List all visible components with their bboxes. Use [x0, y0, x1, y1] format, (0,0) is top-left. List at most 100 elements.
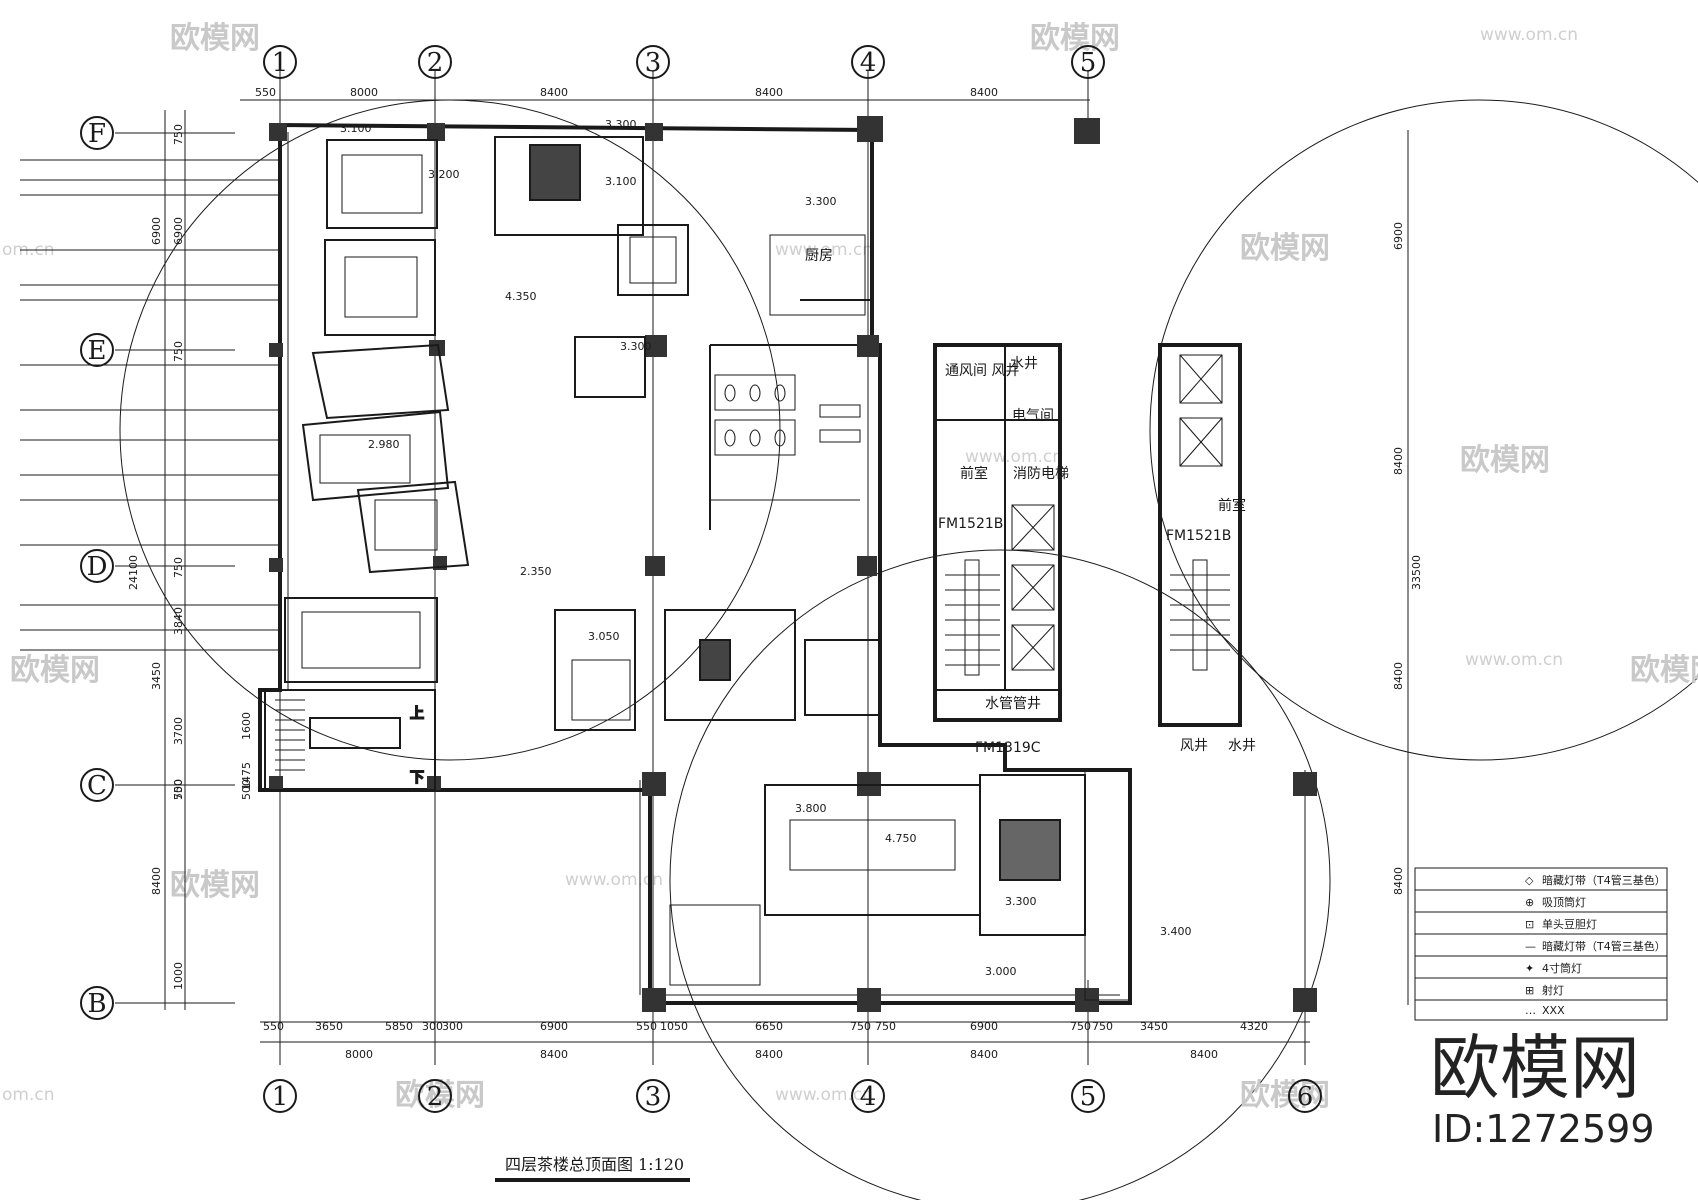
ceiling-height: 4.350: [505, 290, 537, 303]
axis-label: C: [87, 771, 107, 801]
dimension-text: 24100: [127, 555, 140, 590]
axis-bubble-col: 1 2 3 4 5 1 2 3 4 5 6: [263, 45, 1322, 1113]
door-label: FM1521B: [938, 516, 1003, 532]
legend-item: ⊕ 吸顶筒灯: [1525, 895, 1586, 909]
legend-label: 4寸筒灯: [1542, 961, 1582, 975]
dimension-text: 5850: [385, 1020, 413, 1033]
legend-icon: ⊕: [1525, 896, 1534, 909]
axis-label: 6: [1297, 1082, 1314, 1112]
watermark-brand: 欧模网: [10, 653, 100, 688]
ceiling-height: 3.200: [428, 168, 460, 181]
ceiling-height: 3.050: [588, 630, 620, 643]
ceiling-height: 3.000: [985, 965, 1017, 978]
axis-label: 4: [860, 1082, 877, 1112]
watermark-url: om.cn: [2, 1085, 55, 1105]
brand-logo: 欧模网: [1430, 1027, 1640, 1109]
dimension-text: 750: [1070, 1020, 1091, 1033]
dimension-text: 3840: [172, 607, 185, 635]
ceiling-height: 2.350: [520, 565, 552, 578]
legend: ◇ 暗藏灯带（T4管三基色） ⊕ 吸顶筒灯 ⊡ 单头豆胆灯 — 暗藏灯带（T4管…: [1414, 867, 1668, 1021]
kitchen-label: 厨房: [805, 248, 833, 264]
legend-label: 暗藏灯带（T4管三基色）: [1542, 939, 1666, 953]
axis-label: 4: [860, 48, 877, 78]
dimension-text: 750: [172, 779, 185, 800]
room-label: 风井: [1180, 738, 1208, 754]
legend-icon: ✦: [1525, 962, 1534, 975]
drawing-scale: 1:120: [638, 1155, 684, 1174]
dimension-text: 750: [172, 124, 185, 145]
dimension-bottom: 550 3650 5850 300 300 6900 550 1050 6650…: [263, 1020, 1268, 1061]
dimension-text: 750: [1092, 1020, 1113, 1033]
room-label: 通风间 风井: [945, 363, 1019, 379]
legend-item: ⊞ 射灯: [1525, 983, 1564, 997]
axis-label: 5: [1080, 1082, 1097, 1112]
dimension-text: 300: [422, 1020, 443, 1033]
dimension-text: 8400: [970, 1048, 998, 1061]
watermark-url: www.om.cn: [965, 447, 1063, 467]
dimension-right: 6900 8400 33500 8400 8400: [1392, 222, 1423, 895]
dimension-text: 550: [255, 86, 276, 99]
watermark-url: www.om.cn: [775, 1085, 873, 1105]
ceiling-height: 2.980: [368, 438, 400, 451]
axis-label: 1: [272, 1082, 289, 1112]
watermark-brand: 欧模网: [1630, 653, 1698, 688]
structural-columns: [269, 116, 1317, 1012]
dimension-text: 6900: [172, 217, 185, 245]
room-label: 电气间: [1012, 408, 1054, 424]
dimension-text: 8400: [540, 1048, 568, 1061]
legend-label: 射灯: [1542, 983, 1564, 997]
axis-label: B: [87, 989, 106, 1019]
dimension-text: 550: [263, 1020, 284, 1033]
axis-label: 2: [427, 48, 444, 78]
axis-bubbles: 1 2 3 4 5 1 2 3 4 5 6 F E: [80, 45, 1322, 1113]
watermark-url: www.om.cn: [775, 240, 873, 260]
legend-item: — 暗藏灯带（T4管三基色）: [1525, 939, 1666, 953]
dimension-text: 6900: [540, 1020, 568, 1033]
axis-label: 5: [1080, 48, 1097, 78]
drawing-title: 四层茶楼总顶面图: [505, 1155, 633, 1174]
dimension-text: 8400: [755, 1048, 783, 1061]
dimension-text: 750: [850, 1020, 871, 1033]
watermark-url: www.om.cn: [565, 870, 663, 890]
axis-label: 2: [427, 1082, 444, 1112]
room-label: 厨房: [805, 248, 833, 264]
dimension-text: 500: [240, 779, 253, 800]
dimension-text: 3650: [315, 1020, 343, 1033]
legend-label: 单头豆胆灯: [1542, 918, 1597, 931]
dimension-text: 6900: [150, 217, 163, 245]
dimension-text: 8000: [350, 86, 378, 99]
legend-icon: —: [1525, 940, 1536, 953]
legend-item: ◇ 暗藏灯带（T4管三基色）: [1525, 873, 1666, 887]
ceiling-height: 4.750: [885, 832, 917, 845]
private-room-ceilings: [284, 136, 881, 731]
dimension-text: 33500: [1410, 555, 1423, 590]
legend-item: … XXX: [1525, 1004, 1565, 1017]
brand-id: ID:1272599: [1432, 1107, 1655, 1151]
dimension-text: 4320: [1240, 1020, 1268, 1033]
watermark-url: www.om.cn: [1465, 650, 1563, 670]
dimension-text: 3450: [1140, 1020, 1168, 1033]
core-elevator-stair-1: 通风间 风井 水井 电气间 消防电梯 前室 FM1521B 水管管井 FM131…: [933, 343, 1069, 756]
axis-label: 1: [272, 48, 289, 78]
legend-label: 暗藏灯带（T4管三基色）: [1542, 873, 1666, 887]
axis-label: F: [88, 119, 106, 149]
axis-label: 3: [645, 48, 662, 78]
dimension-text: 750: [875, 1020, 896, 1033]
dimension-text: 8400: [1392, 447, 1405, 475]
room-label: 前室: [960, 465, 988, 482]
ceiling-height: 3.300: [1005, 895, 1037, 908]
ceiling-height: 3.300: [805, 195, 837, 208]
ceiling-height: 3.300: [605, 118, 637, 131]
room-label: 消防电梯: [1013, 466, 1069, 482]
stair-left: 上 下: [264, 689, 436, 791]
dimension-text: 3450: [150, 662, 163, 690]
dimension-left: 6900 6900 24100 3450 3700 500 8400 1000 …: [127, 124, 253, 990]
watermark-url: www.om.cn: [1480, 25, 1578, 45]
drawing-title-block: 四层茶楼总顶面图 1:120: [495, 1155, 690, 1182]
legend-item: ✦ 4寸筒灯: [1525, 961, 1582, 975]
door-label: FM1319C: [975, 740, 1041, 756]
dimension-text: 8400: [1392, 662, 1405, 690]
dimension-text: 500: [172, 779, 185, 800]
room-label: 水井: [1228, 738, 1256, 754]
